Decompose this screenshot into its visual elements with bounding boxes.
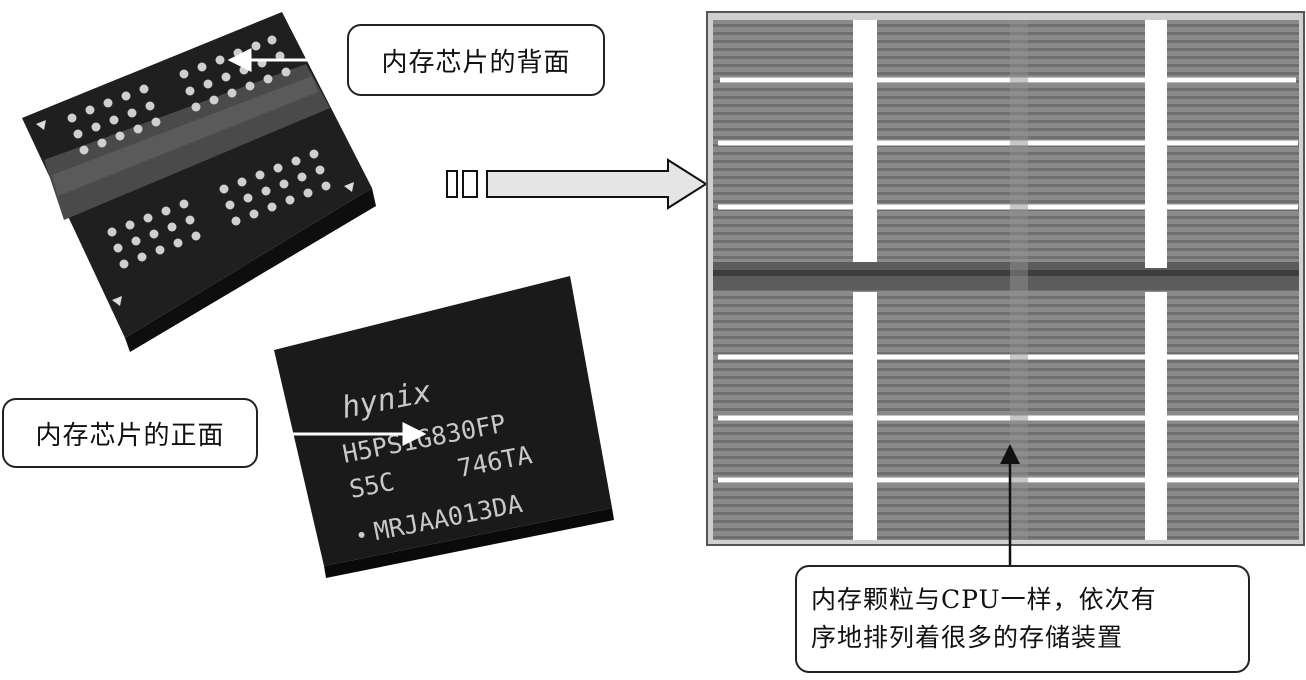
callout-die-line-2: 序地排列着很多的存储装置: [811, 623, 1124, 652]
die-image: [706, 11, 1305, 546]
callout-chip-back-label: 内存芯片的背面: [381, 47, 571, 78]
chip-back-image: [22, 12, 376, 352]
callout-die: 内存颗粒与CPU一样，依次有 序地排列着很多的存储装置: [795, 565, 1250, 673]
callout-chip-back: 内存芯片的背面: [347, 24, 605, 96]
solder-balls-top: [67, 35, 291, 155]
callout-chip-front: 内存芯片的正面: [2, 398, 258, 468]
chip-front-image: hynix H5PS1G830FP S5C 746TA MRJAA013DA: [274, 276, 614, 578]
callout-chip-front-label: 内存芯片的正面: [35, 420, 225, 451]
transition-arrow: [446, 158, 708, 210]
callout-die-line-1: 内存颗粒与CPU一样，依次有: [811, 585, 1157, 614]
solder-balls-bottom: [107, 149, 331, 269]
